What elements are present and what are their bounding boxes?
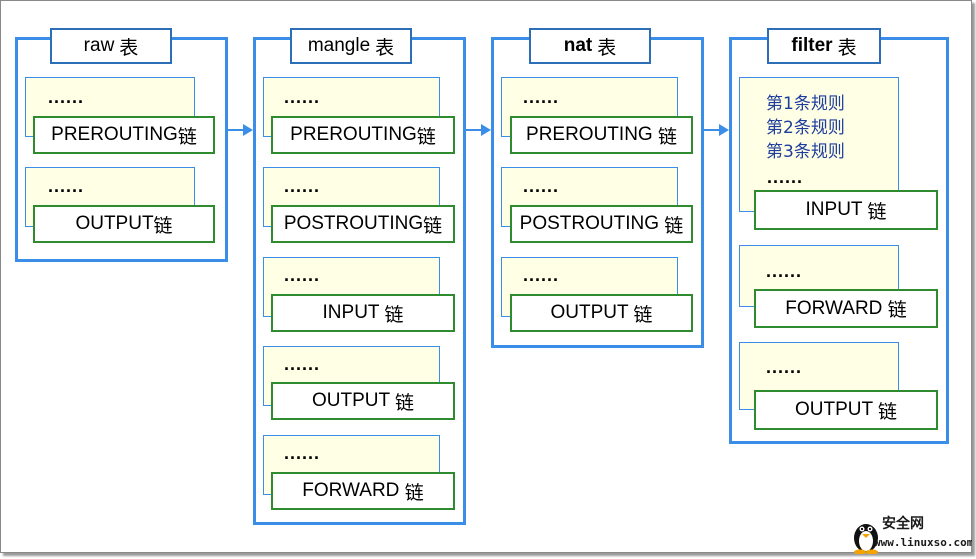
chain-name: OUTPUT xyxy=(550,302,634,323)
chain-name: OUTPUT xyxy=(794,399,879,420)
rule-ellipsis: ...... xyxy=(284,443,321,463)
table-title-text: raw xyxy=(83,35,115,56)
filter-rule-1: 第1条规则 xyxy=(766,94,845,114)
chain-suffix: 链 xyxy=(423,214,443,237)
chain-filter-input: INPUT 链 xyxy=(754,190,938,230)
table-title-text: nat xyxy=(563,35,593,56)
rule-ellipsis: ...... xyxy=(766,261,803,281)
chain-name: INPUT xyxy=(322,302,385,323)
penguin-icon: 安全网 www.linuxso.com xyxy=(854,515,974,555)
chain-name: OUTPUT xyxy=(311,390,396,411)
rule-ellipsis: ...... xyxy=(766,357,803,377)
site-watermark-logo: 安全网 www.linuxso.com xyxy=(848,508,974,555)
table-title-suffix: 表 xyxy=(119,36,139,59)
watermark-site-url: www.linuxso.com xyxy=(874,536,972,549)
chain-filter-output: OUTPUT 链 xyxy=(754,390,938,430)
chain-nat-output: OUTPUT 链 xyxy=(510,294,693,332)
chain-suffix: 链 xyxy=(887,299,907,321)
chain-suffix: 链 xyxy=(404,481,424,504)
rule-ellipsis: ...... xyxy=(284,265,321,285)
rule-ellipsis: ...... xyxy=(284,176,321,196)
chain-suffix: 链 xyxy=(878,400,898,423)
chain-suffix: 链 xyxy=(657,125,677,148)
chain-mangle-output: OUTPUT 链 xyxy=(271,382,455,420)
chain-suffix: 链 xyxy=(416,125,436,148)
chain-suffix: 链 xyxy=(153,214,173,237)
table-title-suffix: 表 xyxy=(375,36,395,59)
filter-rule-2: 第2条规则 xyxy=(766,118,845,138)
chain-name: PREROUTING xyxy=(51,124,178,145)
filter-rule-3: 第3条规则 xyxy=(766,142,845,162)
chain-name: OUTPUT xyxy=(75,213,154,234)
rule-ellipsis: ...... xyxy=(523,87,560,107)
chain-name: FORWARD xyxy=(302,480,405,501)
chain-name: INPUT xyxy=(805,199,868,220)
rule-ellipsis: ...... xyxy=(523,176,560,196)
chain-nat-prerouting: PREROUTING 链 xyxy=(510,116,693,154)
table-title-text: filter xyxy=(791,35,833,56)
table-title-suffix: 表 xyxy=(597,36,617,59)
chain-name: POSTROUTING xyxy=(283,213,424,234)
chain-mangle-input: INPUT 链 xyxy=(271,294,455,332)
chain-name: POSTROUTING xyxy=(519,213,665,234)
chain-name: PREROUTING xyxy=(526,124,658,145)
arrow-raw-to-mangle-icon xyxy=(228,124,253,136)
chain-name: FORWARD xyxy=(785,297,888,319)
chain-suffix: 链 xyxy=(395,391,415,414)
arrow-nat-to-filter-icon xyxy=(704,124,729,136)
chain-suffix: 链 xyxy=(177,125,197,148)
table-title-suffix: 表 xyxy=(837,36,857,59)
chain-mangle-forward: FORWARD 链 xyxy=(271,472,455,510)
rule-ellipsis: ...... xyxy=(284,87,321,107)
chain-filter-forward: FORWARD 链 xyxy=(754,289,938,328)
chain-suffix: 链 xyxy=(384,303,404,326)
chain-suffix: 链 xyxy=(867,200,887,223)
rule-ellipsis: ...... xyxy=(284,354,321,374)
chain-suffix: 链 xyxy=(633,303,653,326)
table-title-text: mangle xyxy=(307,35,371,56)
rule-note xyxy=(739,77,899,212)
rule-ellipsis: ...... xyxy=(767,167,804,187)
rule-ellipsis: ...... xyxy=(523,265,560,285)
rule-ellipsis: ...... xyxy=(48,87,85,107)
chain-nat-postrouting: POSTROUTING 链 xyxy=(510,205,693,243)
chain-suffix: 链 xyxy=(664,214,684,237)
chain-name: PREROUTING xyxy=(290,124,417,145)
watermark-site-name: 安全网 xyxy=(882,515,924,532)
arrow-mangle-to-nat-icon xyxy=(466,124,491,136)
rule-ellipsis: ...... xyxy=(48,176,85,196)
